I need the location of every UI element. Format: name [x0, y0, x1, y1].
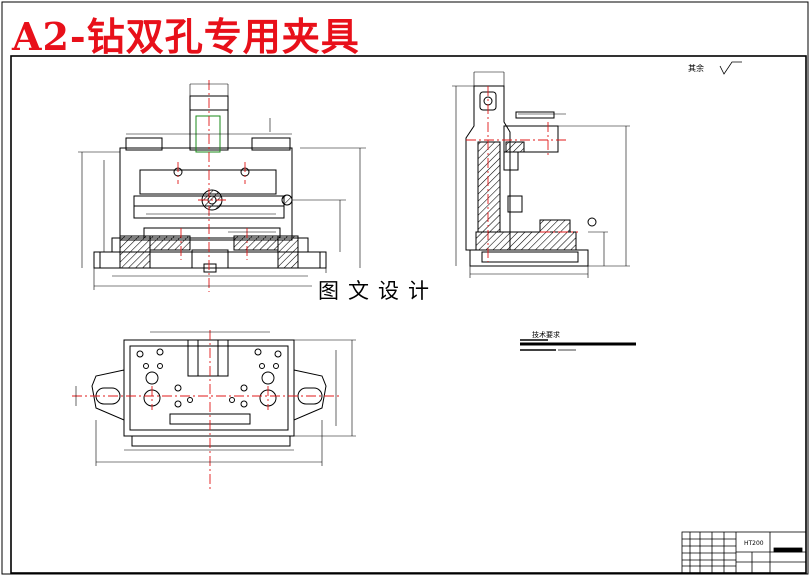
technical-requirements-title: 技术要求	[532, 331, 560, 339]
side-section-base	[475, 231, 577, 251]
title-block	[681, 531, 807, 574]
top-centerlines	[72, 330, 340, 490]
top-right-lug	[293, 369, 327, 421]
watermark-text: 图文设计	[312, 273, 444, 307]
inner-border	[10, 55, 807, 574]
front-centerlines	[177, 80, 248, 292]
title-block-material: HT200	[744, 540, 764, 547]
roughness-symbol	[719, 61, 742, 75]
top-view	[91, 339, 327, 447]
side-view	[465, 85, 597, 267]
top-dimensions	[75, 331, 356, 466]
roughness-note: 其余	[688, 64, 704, 73]
technical-requirements-lines	[520, 339, 636, 351]
front-section-left	[119, 235, 151, 269]
front-body	[119, 147, 293, 241]
side-arm	[503, 125, 559, 153]
drawing-title: A2-钻双孔专用夹具	[12, 14, 360, 59]
side-centerlines	[466, 86, 578, 262]
side-dimensions	[452, 71, 630, 278]
top-body	[123, 339, 295, 437]
front-section-right	[277, 235, 299, 269]
top-left-lug	[91, 369, 125, 421]
front-dimensions	[78, 83, 366, 290]
front-view	[93, 95, 327, 273]
front-post	[189, 95, 229, 151]
